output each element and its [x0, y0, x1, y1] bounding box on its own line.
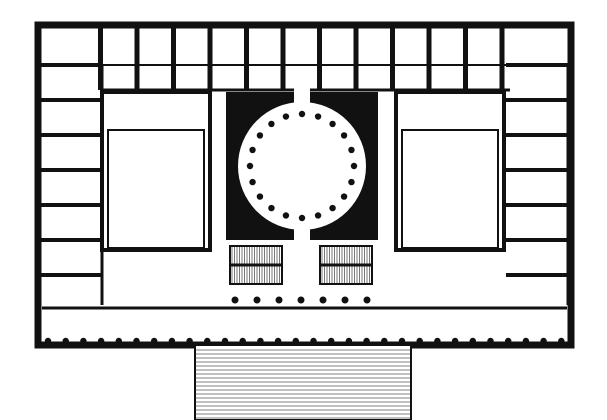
- wall: [426, 25, 432, 90]
- column: [348, 178, 355, 186]
- portico: [42, 296, 567, 345]
- column: [310, 337, 317, 345]
- wall: [244, 25, 249, 90]
- column: [522, 337, 530, 345]
- column: [256, 193, 264, 200]
- column: [350, 162, 358, 170]
- wall: [390, 25, 395, 90]
- front-steps: [194, 344, 412, 420]
- column: [168, 337, 176, 345]
- wall: [506, 203, 568, 207]
- wall: [134, 25, 140, 90]
- column: [256, 132, 264, 139]
- column: [416, 337, 423, 345]
- wall: [499, 25, 505, 90]
- rotunda-columns: [246, 110, 358, 222]
- column: [558, 337, 565, 345]
- column: [363, 296, 371, 304]
- column: [97, 337, 105, 345]
- courtyard-right: [394, 90, 506, 252]
- column: [469, 337, 476, 345]
- wall: [40, 238, 102, 242]
- column: [398, 337, 406, 345]
- column: [274, 337, 282, 345]
- column: [341, 296, 349, 304]
- column: [505, 337, 512, 345]
- column: [340, 193, 348, 200]
- column: [292, 337, 299, 345]
- column: [231, 296, 239, 304]
- column: [246, 162, 254, 170]
- courtyard-left: [100, 90, 212, 252]
- column: [328, 337, 335, 345]
- wall: [171, 25, 176, 90]
- wall: [506, 168, 568, 172]
- column: [257, 337, 264, 345]
- column: [314, 113, 322, 120]
- wall: [40, 133, 102, 137]
- column: [340, 132, 348, 139]
- top-room-row: [98, 25, 510, 92]
- wall: [98, 25, 103, 90]
- column: [329, 120, 336, 128]
- wall: [207, 25, 213, 90]
- wall: [40, 273, 102, 277]
- column: [204, 337, 211, 345]
- column: [221, 337, 229, 345]
- column: [282, 212, 290, 219]
- wall: [506, 98, 568, 102]
- wall: [40, 63, 102, 67]
- column: [186, 337, 193, 345]
- wall: [506, 238, 568, 242]
- wall: [506, 133, 568, 137]
- column: [297, 296, 305, 304]
- column: [451, 337, 459, 345]
- column: [381, 337, 388, 345]
- wall: [463, 25, 468, 90]
- column: [44, 337, 52, 345]
- wall: [280, 25, 286, 90]
- column: [298, 110, 306, 118]
- column: [314, 212, 322, 219]
- column: [363, 337, 370, 345]
- wall: [353, 25, 359, 90]
- wall: [317, 25, 322, 90]
- column: [329, 204, 336, 212]
- column: [268, 120, 275, 128]
- column: [253, 296, 261, 304]
- column: [80, 337, 87, 345]
- column: [239, 337, 246, 345]
- stair-right: [319, 245, 373, 285]
- column: [348, 146, 355, 154]
- column: [345, 337, 353, 345]
- column: [249, 178, 256, 186]
- column: [319, 296, 327, 304]
- column: [540, 337, 547, 345]
- column: [249, 146, 256, 154]
- wall: [506, 273, 568, 277]
- column: [298, 214, 306, 222]
- column: [282, 113, 290, 120]
- column: [115, 337, 123, 345]
- column: [434, 337, 441, 345]
- column: [151, 337, 158, 345]
- wall: [506, 63, 568, 67]
- stair-left: [229, 245, 283, 285]
- rotunda: [226, 88, 378, 244]
- column: [275, 296, 283, 304]
- column: [487, 337, 494, 345]
- wall: [40, 168, 102, 172]
- wall: [40, 98, 102, 102]
- portico-columns: [44, 296, 565, 345]
- wall: [40, 203, 102, 207]
- column: [133, 337, 140, 345]
- column: [268, 204, 275, 212]
- column: [62, 337, 69, 345]
